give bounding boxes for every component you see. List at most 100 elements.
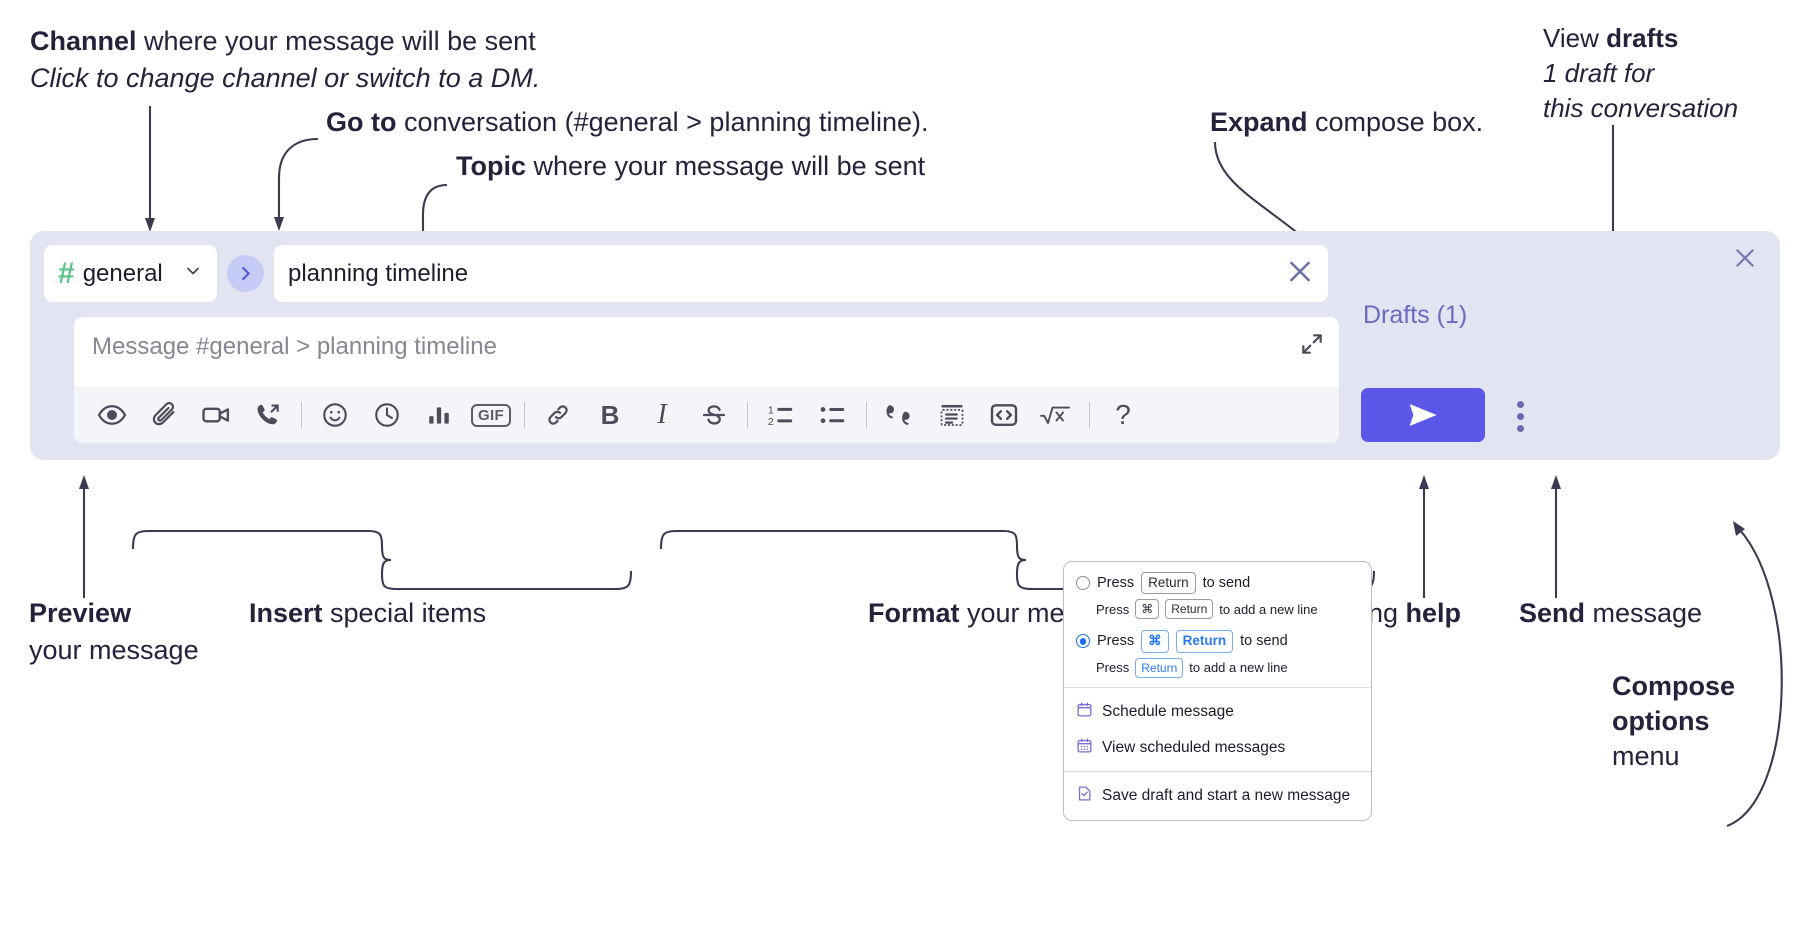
toolbar-divider <box>524 402 525 428</box>
go-to-conversation-button[interactable] <box>227 255 264 292</box>
annotation-insert-rest: special items <box>322 598 487 628</box>
topic-field[interactable] <box>274 245 1328 302</box>
kbd-return: Return <box>1175 630 1234 653</box>
kebab-dot <box>1516 412 1524 420</box>
channel-selector[interactable]: # general <box>44 245 217 302</box>
annotation-compose-options-rest: menu <box>1612 741 1680 772</box>
annotation-channel: Channel where your message will be sent … <box>30 25 540 95</box>
sub-suffix: to add a new line <box>1219 601 1318 617</box>
gif-label: GIF <box>471 403 511 427</box>
code-icon[interactable] <box>978 393 1030 437</box>
emoji-icon[interactable] <box>309 393 361 437</box>
annotation-topic: Topic where your message will be sent <box>456 150 925 183</box>
link-icon[interactable] <box>532 393 584 437</box>
option-press-return-to-send[interactable]: Press Return to send <box>1064 570 1371 596</box>
strikethrough-icon[interactable] <box>688 393 740 437</box>
draft-section: Save draft and start a new message <box>1064 772 1371 820</box>
menu-item-label: Schedule message <box>1102 702 1234 720</box>
toolbar-divider <box>301 402 302 428</box>
sub-suffix: to add a new line <box>1189 660 1288 675</box>
option-press-cmd-return-subtext: Press Return to add a new line <box>1064 655 1371 678</box>
composer-header-row: # general <box>44 245 1328 302</box>
schedule-section: Schedule message View scheduled messages <box>1064 688 1371 771</box>
send-button[interactable] <box>1361 388 1485 442</box>
bold-icon[interactable]: B <box>584 393 636 437</box>
annotation-channel-rest: where your message will be sent <box>136 26 536 56</box>
italic-label: I <box>657 399 667 430</box>
send-shortcut-options: Press Return to send Press ⌘ Return to a… <box>1064 562 1371 687</box>
annotation-expand: Expand compose box. <box>1210 106 1483 139</box>
close-icon[interactable] <box>1728 241 1762 275</box>
message-composer: # general Message #general > planning ti… <box>30 231 1780 460</box>
code-block-icon[interactable] <box>926 393 978 437</box>
expand-icon[interactable] <box>1299 331 1325 362</box>
menu-item-view-scheduled-messages[interactable]: View scheduled messages <box>1064 730 1371 766</box>
annotation-goto-rest: conversation (#general > planning timeli… <box>396 107 929 137</box>
annotation-drafts-line3: this conversation <box>1543 92 1739 123</box>
bullet-list-icon[interactable] <box>807 393 859 437</box>
help-icon[interactable]: ? <box>1097 393 1149 437</box>
chevron-down-icon <box>183 261 203 286</box>
topic-input[interactable] <box>288 259 1314 288</box>
annotation-insert-bold: Insert <box>249 598 323 628</box>
annotation-topic-rest: where your message will be sent <box>526 151 926 181</box>
drafts-link[interactable]: Drafts (1) <box>1363 301 1468 329</box>
menu-item-schedule-message[interactable]: Schedule message <box>1064 692 1371 730</box>
annotation-topic-bold: Topic <box>456 151 526 181</box>
italic-icon[interactable]: I <box>636 393 688 437</box>
toolbar-divider <box>866 402 867 428</box>
menu-item-label: View scheduled messages <box>1102 738 1286 756</box>
kbd-return: Return <box>1141 572 1196 595</box>
send-icon <box>1409 403 1437 427</box>
bold-label: B <box>600 399 620 430</box>
annotation-drafts-line2: 1 draft for <box>1543 57 1655 88</box>
menu-divider <box>1064 686 1371 688</box>
annotation-send-rest: message <box>1585 598 1703 628</box>
compose-options-button[interactable] <box>1504 397 1536 435</box>
attachment-icon[interactable] <box>138 393 190 437</box>
gif-icon[interactable]: GIF <box>465 393 517 437</box>
clear-topic-icon[interactable] <box>1284 255 1316 292</box>
annotation-compose-options-bold2: options <box>1612 706 1710 737</box>
option-prefix: Press <box>1097 575 1135 592</box>
help-label: ? <box>1115 399 1131 430</box>
radio-unselected[interactable] <box>1076 576 1090 591</box>
option-suffix: to send <box>1202 575 1251 592</box>
audio-share-icon[interactable] <box>242 393 294 437</box>
message-input-area[interactable]: Message #general > planning timeline <box>74 317 1339 443</box>
option-press-cmd-return-to-send[interactable]: Press ⌘ Return to send <box>1064 628 1371 654</box>
blockquote-icon[interactable] <box>874 393 926 437</box>
annotation-insert: Insert special items <box>249 597 486 630</box>
message-placeholder: Message #general > planning timeline <box>92 333 497 360</box>
kebab-dot <box>1516 424 1524 432</box>
annotation-format-bold: Format <box>868 598 960 628</box>
poll-icon[interactable] <box>413 393 465 437</box>
annotation-send: Send message <box>1519 597 1702 630</box>
calendar-icon <box>1076 701 1093 723</box>
annotation-preview: Preview your message <box>29 597 199 667</box>
annotation-channel-bold: Channel <box>30 26 137 56</box>
radio-selected[interactable] <box>1076 634 1090 649</box>
menu-item-label: Save draft and start a new message <box>1102 786 1351 804</box>
save-draft-icon <box>1076 785 1093 807</box>
menu-item-save-draft[interactable]: Save draft and start a new message <box>1064 776 1371 814</box>
annotation-goto: Go to conversation (#general > planning … <box>326 106 929 139</box>
calendar-grid-icon <box>1076 737 1093 759</box>
kbd-command: ⌘ <box>1135 599 1160 620</box>
annotation-expand-rest: compose box. <box>1307 107 1484 137</box>
kbd-return: Return <box>1165 599 1214 620</box>
svg-text:2: 2 <box>768 416 774 428</box>
option-suffix: to send <box>1240 633 1288 650</box>
annotation-compose-options: Compose options menu <box>1612 670 1735 774</box>
preview-icon[interactable] <box>86 393 138 437</box>
annotation-help-bold: help <box>1405 598 1462 628</box>
annotation-send-bold: Send <box>1519 598 1586 628</box>
compose-options-menu: Press Return to send Press ⌘ Return to a… <box>1063 561 1372 821</box>
clock-icon[interactable] <box>361 393 413 437</box>
option-press-return-subtext: Press ⌘ Return to add a new line <box>1064 596 1371 620</box>
video-icon[interactable] <box>190 393 242 437</box>
math-icon[interactable] <box>1030 393 1082 437</box>
